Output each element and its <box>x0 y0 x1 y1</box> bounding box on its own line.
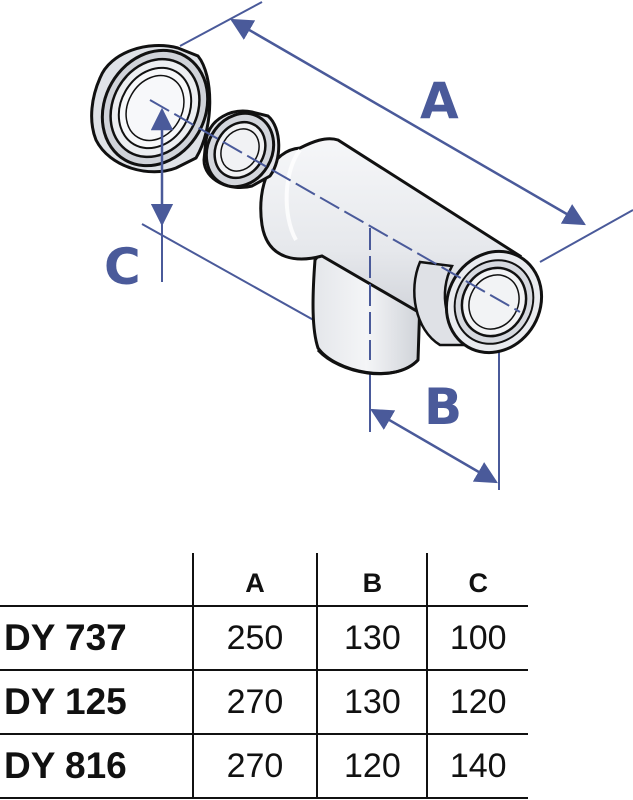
value-a-cell: 270 <box>191 669 318 734</box>
model-cell: DY 816 <box>0 733 193 799</box>
model-cell: DY 737 <box>0 605 193 670</box>
dimension-b: B <box>370 378 498 484</box>
value-c-cell: 120 <box>426 669 528 734</box>
value-a-cell: 270 <box>191 733 318 799</box>
tee-right-opening <box>444 249 544 355</box>
value-c-cell: 100 <box>426 605 528 670</box>
value-b-cell: 130 <box>316 605 428 670</box>
table-header-a: A <box>191 553 318 606</box>
value-a-cell: 250 <box>191 605 318 670</box>
table-row: DY 125 270 130 120 <box>0 669 528 734</box>
dimension-a-label: A <box>420 72 459 130</box>
model-cell: DY 125 <box>0 669 193 734</box>
dimension-a: A <box>230 18 586 226</box>
table-header-row: A B C <box>0 553 528 606</box>
value-b-cell: 130 <box>316 669 428 734</box>
tee-fitting-diagram: A C B <box>90 1 633 490</box>
table-row: DY 737 250 130 100 <box>0 605 528 670</box>
table-header-b: B <box>316 553 428 606</box>
dimension-c: C <box>104 107 174 296</box>
value-b-cell: 120 <box>316 733 428 799</box>
dimension-table: A B C DY 737 250 130 100 DY 125 270 130 … <box>0 553 528 799</box>
value-c-cell: 140 <box>426 733 528 799</box>
table-row: DY 816 270 120 140 <box>0 733 528 799</box>
table-header-model <box>0 553 193 606</box>
dimension-b-label: B <box>424 378 462 436</box>
dimension-c-label: C <box>104 238 141 296</box>
table-header-c: C <box>426 553 528 606</box>
